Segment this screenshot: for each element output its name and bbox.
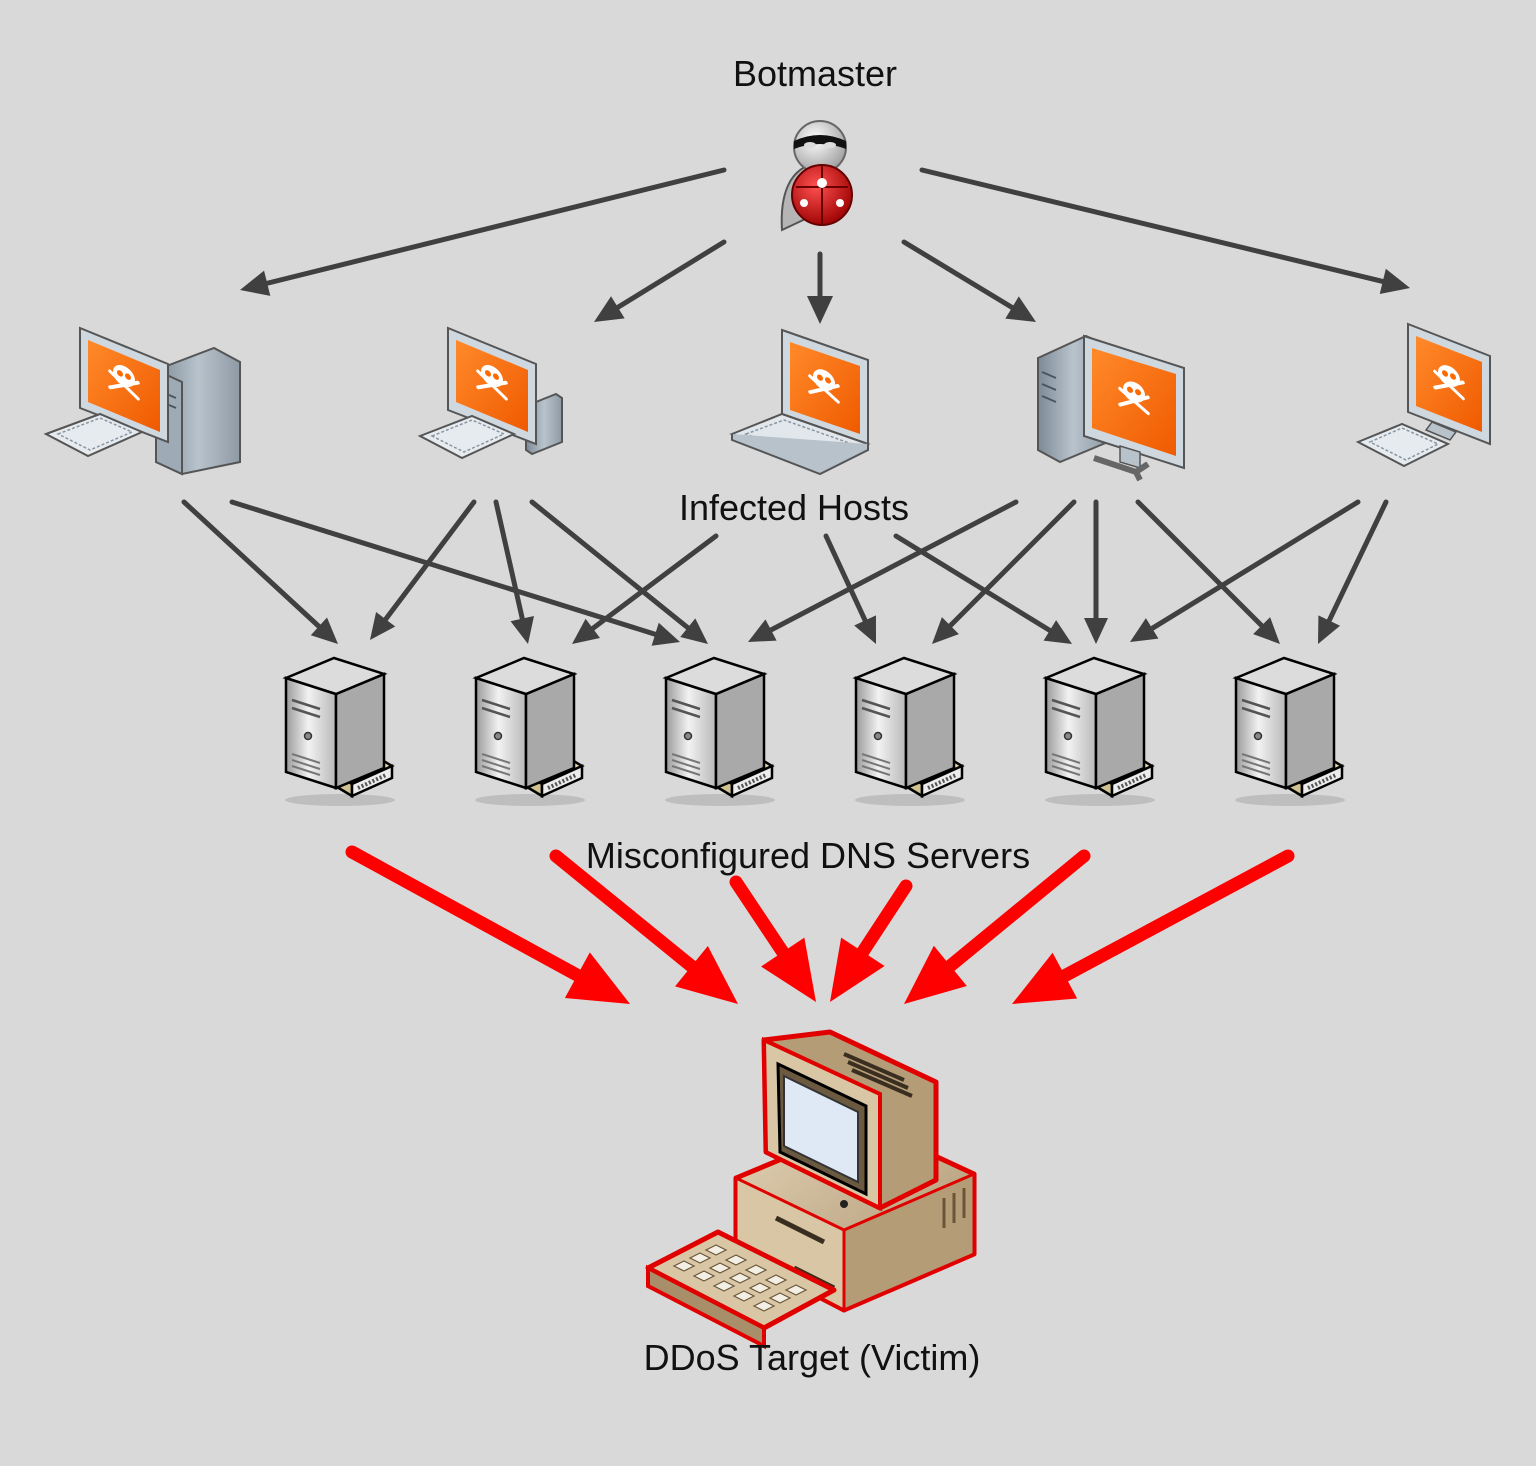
attack-arrow (549, 849, 738, 1004)
command-arrow (594, 239, 727, 322)
command-arrows (240, 167, 1410, 324)
server-tower-icon (853, 656, 967, 808)
dns-servers-label: Misconfigured DNS Servers (585, 835, 1031, 876)
command-arrow (919, 167, 1410, 295)
query-arrow (1084, 499, 1108, 644)
query-arrow (1318, 499, 1389, 644)
attack-arrow (904, 849, 1091, 1004)
attack-arrow (830, 879, 913, 1002)
query-arrow (1135, 499, 1280, 644)
query-arrow (493, 499, 534, 644)
infected-hosts-label: Infected Hosts (678, 487, 910, 528)
query-arrow (181, 499, 338, 644)
attack-arrow (1012, 849, 1295, 1004)
infected-computer-skull-icon (729, 328, 871, 476)
dns-servers (283, 656, 1347, 808)
attack-arrow (729, 875, 816, 1002)
query-arrow (370, 499, 477, 640)
command-arrow (240, 167, 727, 296)
server-tower-icon (663, 656, 777, 808)
infected-computer-skull-icon (1355, 322, 1491, 468)
query-arrow (572, 533, 719, 644)
query-arrow (529, 499, 708, 644)
infected-computer-skull-icon (417, 326, 563, 460)
query-arrow (1130, 499, 1361, 642)
server-tower-icon (1043, 656, 1157, 808)
botmaster-label: Botmaster (732, 53, 898, 94)
query-arrow (932, 499, 1077, 644)
query-arrow (893, 533, 1072, 644)
query-arrows (181, 499, 1389, 646)
attack-arrows (345, 845, 1295, 1004)
server-tower-icon (1233, 656, 1347, 808)
masked-hacker-icon (780, 120, 853, 232)
query-arrow (229, 499, 680, 646)
attack-arrow (345, 845, 630, 1004)
desktop-computer-icon (645, 1029, 977, 1350)
infected-computer-skull-icon (1037, 334, 1185, 482)
server-tower-icon (473, 656, 587, 808)
target-label: DDoS Target (Victim) (643, 1337, 981, 1378)
query-arrow (823, 533, 876, 644)
command-arrow (807, 251, 833, 324)
command-arrow (901, 239, 1036, 322)
query-arrow (748, 499, 1019, 642)
infected-computer-skull-icon (43, 326, 241, 476)
server-tower-icon (283, 656, 397, 808)
